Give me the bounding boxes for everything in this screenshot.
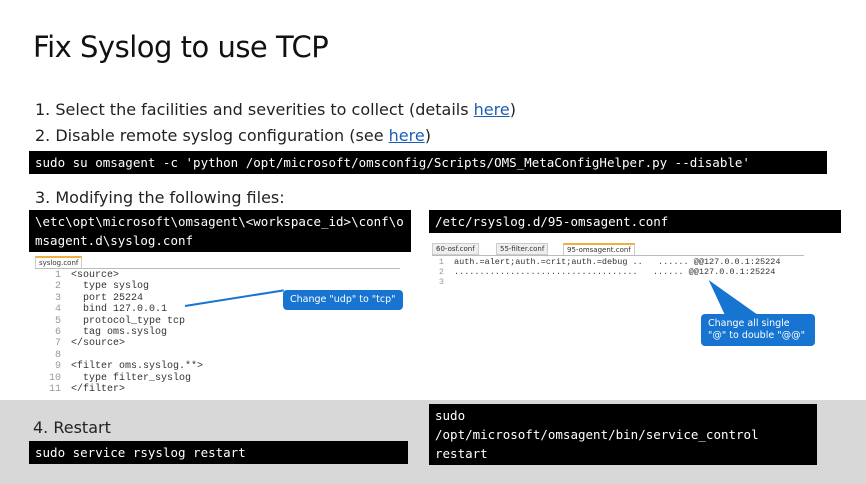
line-number: 10 — [48, 372, 61, 384]
code-line: 2 type syslog — [35, 281, 203, 292]
line-number: 2 — [438, 267, 444, 277]
line-number: 2 — [54, 281, 61, 293]
tab-60-osf[interactable]: 60-osf.conf — [432, 243, 479, 255]
line-text: .................................... ...… — [454, 267, 776, 277]
line-text: </source> — [71, 338, 126, 350]
line-number: 11 — [48, 384, 61, 396]
line-text: <source> — [71, 270, 120, 281]
line-number: 6 — [54, 327, 61, 339]
code-line: 2 .................................... ..… — [418, 267, 780, 277]
step-3: 3. Modifying the following files: — [35, 188, 285, 207]
line-number: 3 — [438, 277, 444, 287]
line-text: protocol_type tcp — [71, 315, 186, 327]
step-2: 2. Disable remote syslog configuration (… — [35, 126, 431, 145]
line-text: type syslog — [71, 281, 150, 293]
line-text: <filter oms.syslog.**> — [71, 361, 204, 373]
line-text: auth.=alert;auth.=crit;auth.=debug .. ..… — [454, 257, 781, 267]
line-text: tag oms.syslog — [71, 327, 168, 339]
line-number: 7 — [54, 338, 61, 350]
restart-rsyslog-command: sudo service rsyslog restart — [29, 441, 408, 464]
line-number: 1 — [54, 270, 61, 281]
code-line: 1 <source> — [35, 270, 203, 281]
code-line: 3 port 25224 — [35, 293, 203, 304]
code-line: 5 protocol_type tcp — [35, 316, 203, 327]
line-number: 1 — [438, 257, 444, 267]
line-text: bind 127.0.0.1 — [71, 304, 168, 316]
code-line: 7 </source> — [35, 338, 203, 349]
line-number: 9 — [54, 361, 61, 373]
line-number: 8 — [54, 349, 61, 361]
see-link[interactable]: here — [388, 126, 425, 145]
code-line: 6 tag oms.syslog — [35, 327, 203, 338]
line-text: port 25224 — [71, 292, 144, 304]
code-line: 10 type filter_syslog — [35, 373, 203, 384]
code-line: 11 </filter> — [35, 384, 203, 395]
line-number: 3 — [54, 292, 61, 304]
rsyslog-conf-path: /etc/rsyslog.d/95-omsagent.conf — [429, 210, 841, 233]
editor-divider — [432, 255, 804, 256]
disable-command: sudo su omsagent -c 'python /opt/microso… — [29, 151, 827, 174]
line-text: </filter> — [71, 384, 126, 396]
restart-omsagent-command: sudo /opt/microsoft/omsagent/bin/service… — [429, 404, 817, 465]
step-4: 4. Restart — [33, 418, 111, 437]
rsyslog-editor: 1 auth.=alert;auth.=crit;auth.=debug .. .… — [418, 257, 781, 287]
code-line: 4 bind 127.0.0.1 — [35, 304, 203, 315]
line-text: type filter_syslog — [71, 372, 192, 384]
tab-55-filter[interactable]: 55-filter.conf — [496, 243, 549, 255]
page-title: Fix Syslog to use TCP — [33, 30, 329, 64]
step-1: 1. Select the facilities and severities … — [35, 100, 516, 119]
code-line: 8 — [35, 350, 203, 361]
callout-udp-tcp: Change "udp" to "tcp" — [283, 290, 403, 310]
code-line: 1 auth.=alert;auth.=crit;auth.=debug .. .… — [418, 257, 781, 267]
line-number: 4 — [54, 304, 61, 316]
details-link[interactable]: here — [473, 100, 510, 119]
code-line: 3 — [418, 277, 780, 287]
callout-at-signs: Change all single "@" to double "@@" — [701, 314, 815, 346]
editor-divider — [35, 268, 400, 269]
syslog-conf-path: \etc\opt\microsoft\omsagent\<workspace_i… — [29, 210, 411, 252]
code-line: 9 <filter oms.syslog.**> — [35, 361, 203, 372]
line-number: 5 — [54, 315, 61, 327]
